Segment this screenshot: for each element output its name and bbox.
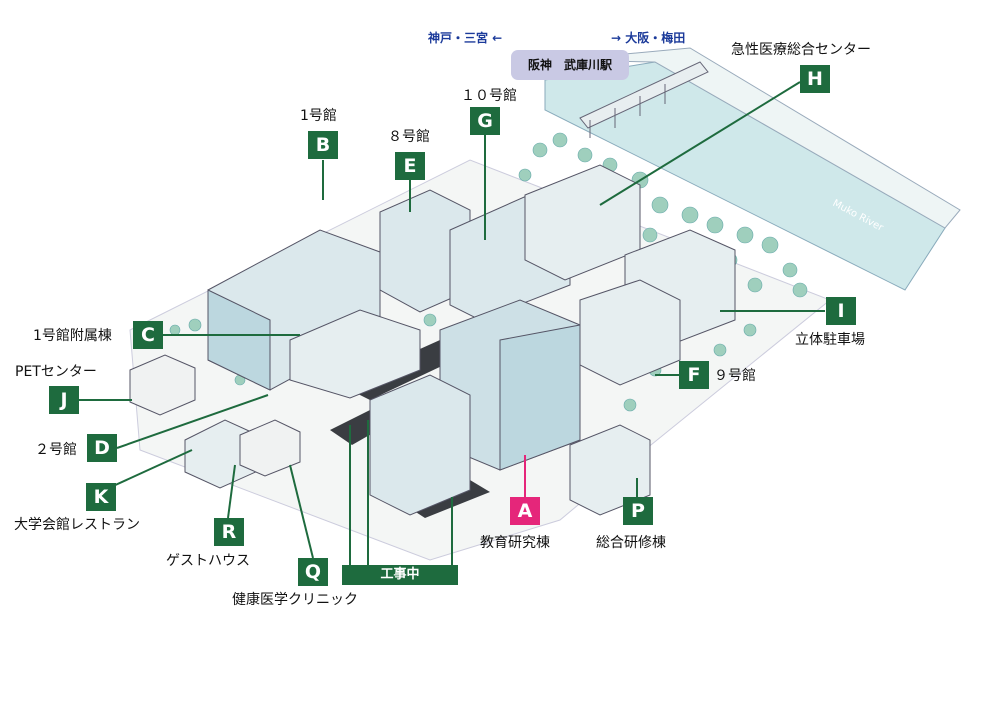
label-j: PETセンター (15, 364, 97, 380)
marker-j[interactable]: J (49, 386, 79, 414)
label-g: １０号館 (461, 88, 517, 104)
buildings (129, 164, 736, 516)
construction-label: 工事中 (342, 565, 458, 585)
railway-bridge (579, 61, 709, 138)
marker-p[interactable]: P (623, 497, 653, 525)
label-i: 立体駐車場 (795, 332, 865, 348)
direction-osaka: → 大阪・梅田 (611, 31, 686, 45)
label-e: ８号館 (388, 129, 430, 145)
direction-kobe: 神戸・三宮 ← (428, 31, 503, 45)
label-r: ゲストハウス (166, 553, 250, 569)
label-h: 急性医療総合センター (731, 42, 871, 58)
marker-q[interactable]: Q (298, 558, 328, 586)
river-bank (559, 47, 961, 229)
marker-g[interactable]: G (470, 107, 500, 135)
river (544, 61, 946, 291)
marker-d[interactable]: D (87, 434, 117, 462)
label-d: ２号館 (35, 442, 77, 458)
leader-lines (78, 81, 825, 565)
label-c: 1号館附属棟 (33, 328, 112, 344)
label-b: 1号館 (300, 108, 337, 124)
marker-k[interactable]: K (86, 483, 116, 511)
marker-f[interactable]: F (679, 361, 709, 389)
marker-c[interactable]: C (133, 321, 163, 349)
marker-h[interactable]: H (800, 65, 830, 93)
label-a: 教育研究棟 (480, 535, 550, 551)
station-label: 阪神 武庫川駅 (511, 50, 629, 80)
marker-r[interactable]: R (214, 518, 244, 546)
marker-a[interactable]: A (510, 497, 540, 525)
label-k: 大学会館レストラン (14, 517, 140, 533)
label-f: ９号館 (714, 368, 756, 384)
marker-i[interactable]: I (826, 297, 856, 325)
marker-e[interactable]: E (395, 152, 425, 180)
label-q: 健康医学クリニック (232, 592, 358, 608)
label-p: 総合研修棟 (596, 535, 666, 551)
marker-b[interactable]: B (308, 131, 338, 159)
